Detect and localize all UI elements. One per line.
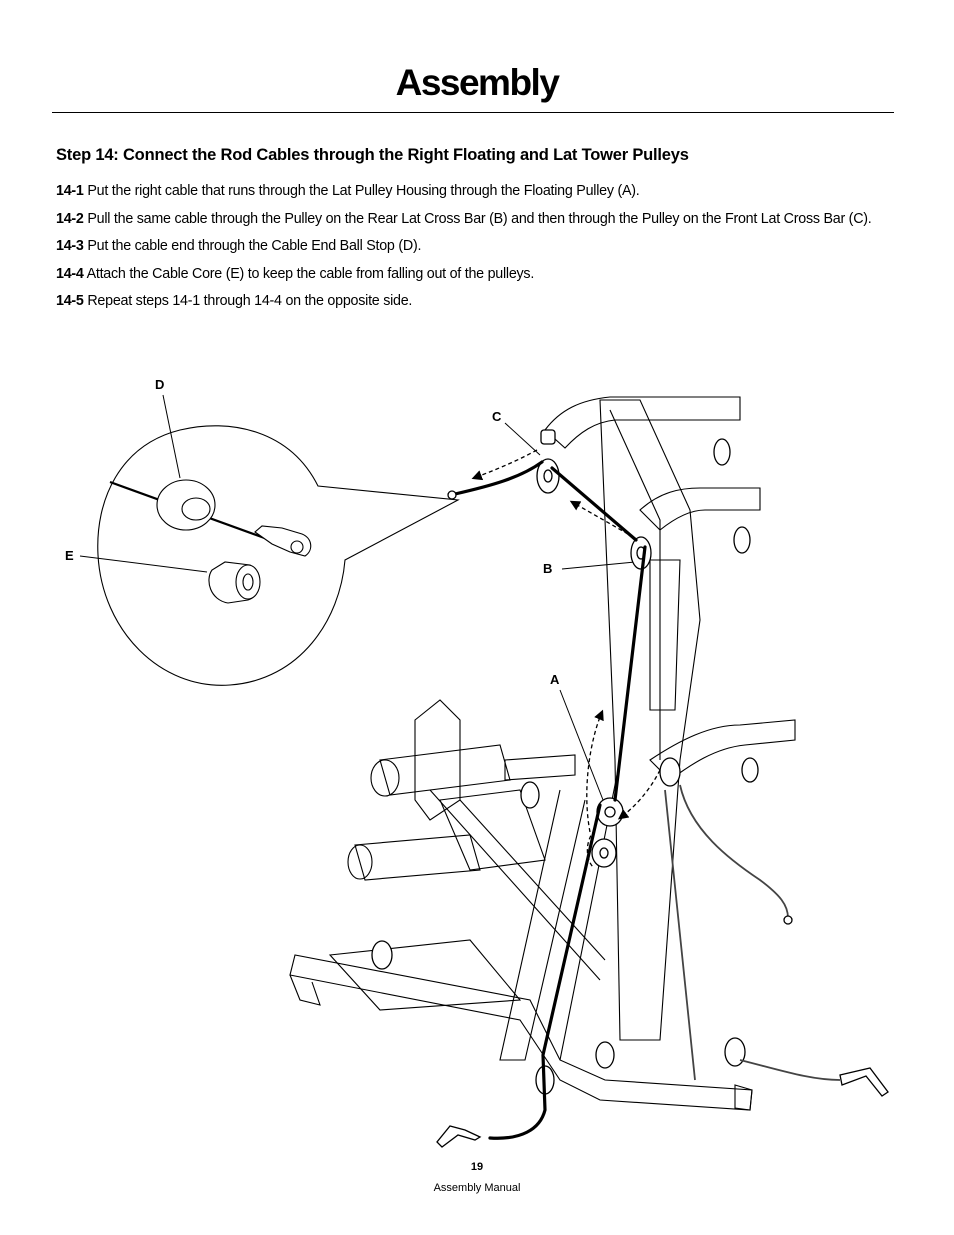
instruction-number: 14-3 bbox=[56, 238, 84, 254]
cable-path bbox=[453, 460, 647, 1140]
instruction-text: Put the right cable that runs through th… bbox=[87, 183, 640, 199]
instruction-text: Repeat steps 14-1 through 14-4 on the op… bbox=[87, 293, 413, 309]
callout-c: C bbox=[492, 409, 502, 424]
instruction-number: 14-1 bbox=[56, 183, 84, 199]
footer-label: Assembly Manual bbox=[433, 1182, 521, 1194]
assembly-diagram: D C E B A bbox=[65, 377, 889, 1148]
callout-d: D bbox=[155, 377, 164, 392]
instruction-number: 14-2 bbox=[56, 210, 84, 227]
callout-e: E bbox=[65, 548, 74, 563]
instruction-item: 14-3 Put the cable end through the Cable… bbox=[56, 236, 894, 256]
callout-a: A bbox=[550, 672, 560, 687]
instruction-item: 14-1 Put the right cable that runs throu… bbox=[56, 181, 894, 201]
title-divider bbox=[52, 112, 894, 113]
instruction-item: 14-4 Attach the Cable Core (E) to keep t… bbox=[56, 264, 894, 284]
instruction-number: 14-5 bbox=[56, 293, 84, 309]
page-number: 19 bbox=[470, 1161, 484, 1173]
opposite-cable bbox=[664, 784, 841, 1081]
page-title: Assembly bbox=[395, 62, 560, 103]
instruction-item: 14-2 Pull the same cable through the Pul… bbox=[56, 209, 894, 229]
callout-leaders bbox=[79, 394, 636, 806]
pulleys bbox=[371, 429, 759, 1095]
instruction-text: Pull the same cable through the Pulley o… bbox=[87, 210, 872, 227]
step-heading: Step 14: Connect the Rod Cables through … bbox=[56, 146, 689, 164]
instruction-number: 14-4 bbox=[56, 265, 84, 282]
instruction-list: 14-1 Put the right cable that runs throu… bbox=[56, 181, 894, 319]
instruction-text: Put the cable end through the Cable End … bbox=[87, 238, 422, 254]
cable-ends bbox=[436, 490, 889, 1148]
machine-frame bbox=[289, 396, 796, 1111]
detail-magnifier bbox=[97, 425, 460, 686]
direction-arrows bbox=[471, 449, 661, 869]
instruction-item: 14-5 Repeat steps 14-1 through 14-4 on t… bbox=[56, 291, 894, 311]
instruction-text: Attach the Cable Core (E) to keep the ca… bbox=[86, 265, 535, 282]
callout-b: B bbox=[543, 561, 552, 576]
